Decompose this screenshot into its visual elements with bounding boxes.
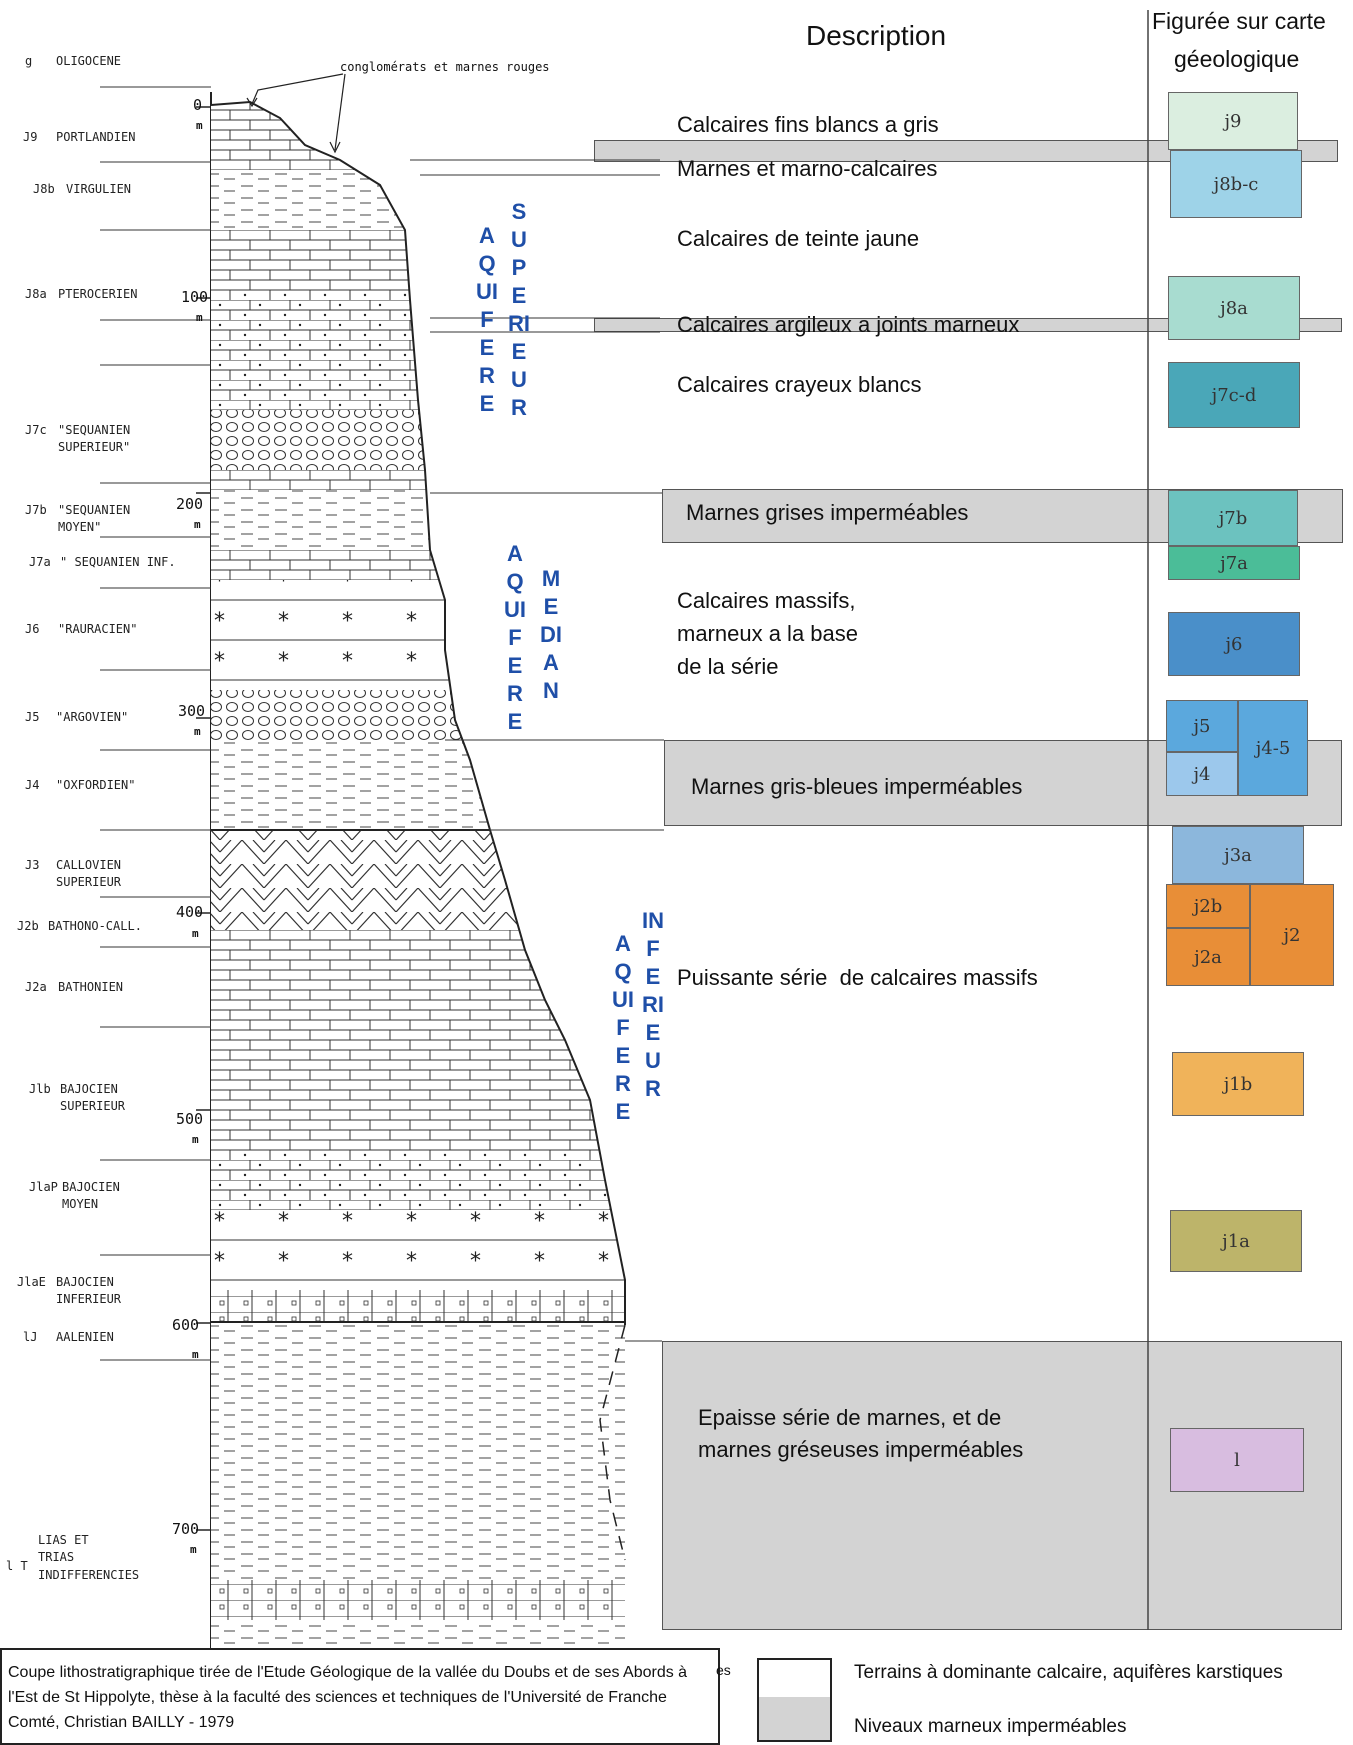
map-swatch-j45: j4-5: [1238, 700, 1308, 796]
stage-name: OLIGOCENE: [56, 54, 122, 68]
stage-name: "SEQUANIEN MOYEN": [58, 503, 131, 535]
map-swatch-j7b: j7b: [1168, 490, 1298, 546]
depth-tick-600: 600: [172, 1316, 200, 1334]
stage-name: CALLOVIEN SUPERIEUR: [56, 858, 122, 890]
stage-code: JlaP: [29, 1180, 58, 1194]
stage-name: AALENIEN: [56, 1330, 114, 1344]
stage-code: J3: [25, 858, 40, 872]
map-swatch-j2: j2: [1250, 884, 1334, 986]
marl-band-calcaires-argileux: [594, 318, 1342, 332]
depth-unit-100: m: [196, 311, 203, 324]
description-calcaires-crayeux: Calcaires crayeux blancs: [677, 372, 922, 397]
depth-tick-500: 500: [176, 1110, 204, 1128]
map-swatch-j7cd: j7c-d: [1168, 362, 1300, 428]
stage-code: J4: [25, 778, 40, 792]
depth-unit-500: m: [192, 1133, 199, 1146]
map-figure-header-line2: géeologique: [1174, 46, 1300, 72]
aquifer-inferieur-col1: AQUIFERE: [612, 931, 634, 1124]
map-swatch-j3a: j3a: [1172, 826, 1304, 884]
description-marnes-gris-bleues: Marnes gris-bleues imperméables: [691, 774, 1023, 799]
depth-tick-300: 300: [178, 702, 206, 720]
map-swatch-j2a: j2a: [1166, 928, 1250, 986]
description-puissante-serie: Puissante série de calcaires massifs: [677, 965, 1038, 990]
stage-name: BATHONIEN: [58, 980, 124, 994]
description-calcaires-teinte-jaune: Calcaires de teinte jaune: [677, 226, 920, 251]
map-swatch-j8a: j8a: [1168, 276, 1300, 340]
description-calcaires-massifs: Calcaires massifs, marneux a la base de …: [677, 588, 858, 679]
depth-unit-300: m: [194, 725, 201, 738]
map-swatch-j5: j5: [1166, 700, 1238, 752]
stage-name: "SEQUANIEN SUPERIEUR": [58, 423, 131, 455]
stage-name: BATHONO-CALL.: [48, 919, 142, 933]
stage-code: J6: [25, 622, 40, 636]
depth-tick-200: 200: [176, 495, 204, 513]
map-swatch-j1b: j1b: [1172, 1052, 1304, 1116]
stage-name: " SEQUANIEN INF.: [60, 555, 176, 569]
description-marnes-grises: Marnes grises imperméables: [686, 500, 969, 525]
depth-tick-0: 0: [193, 96, 203, 114]
aquifer-superieur-col1: AQUIFERE: [476, 223, 498, 416]
map-swatch-j6: j6: [1168, 612, 1300, 676]
depth-tick-100: 100: [181, 288, 209, 306]
description-calcaires-fins: Calcaires fins blancs a gris: [677, 112, 939, 137]
source-box: [0, 1648, 720, 1745]
description-marnes-marno-calcaires: Marnes et marno-calcaires: [677, 156, 938, 181]
stage-code: J9: [23, 130, 38, 144]
stage-name: "RAURACIEN": [58, 622, 138, 636]
stage-name: BAJOCIEN SUPERIEUR: [60, 1082, 126, 1114]
aquifer-median-col1: AQUIFERE: [504, 541, 526, 734]
source-text: Coupe lithostratigraphique tirée de l'Et…: [8, 1664, 688, 1731]
stage-name: LIAS ET TRIAS INDIFFERENCIES: [38, 1533, 140, 1582]
legend-label-calcaire: Terrains à dominante calcaire, aquifères…: [854, 1662, 1283, 1683]
depth-unit-400: m: [192, 927, 199, 940]
conglomerate-annotation: conglomérats et marnes rouges: [340, 60, 550, 74]
description-calcaires-argileux: Calcaires argileux a joints marneux: [677, 312, 1020, 337]
marl-band-marnes-marno-calcaires: [594, 140, 1338, 162]
stage-code: J8b: [33, 182, 55, 196]
source-stub: es: [716, 1662, 731, 1678]
description-header: Description: [806, 20, 947, 51]
aquifer-inferieur-col2: INFERIEUR: [642, 908, 664, 1101]
depth-tick-700: 700: [172, 1520, 200, 1538]
depth-unit-200: m: [194, 518, 201, 531]
stage-name: VIRGULIEN: [66, 182, 132, 196]
stage-code: l T: [6, 1559, 28, 1573]
description-epaisse-serie: Epaisse série de marnes, et de marnes gr…: [698, 1405, 1024, 1462]
depth-tick-400: 400: [176, 903, 204, 921]
stage-code: J2a: [25, 980, 47, 994]
aquifer-median-col2: MEDIAN: [540, 566, 562, 703]
map-swatch-l: l: [1170, 1428, 1304, 1492]
map-swatch-j4: j4: [1166, 752, 1238, 796]
stage-name: BAJOCIEN INFERIEUR: [56, 1275, 122, 1307]
stage-name: PORTLANDIEN: [56, 130, 136, 144]
map-swatch-j7a: j7a: [1168, 546, 1300, 580]
stage-code: J8a: [25, 287, 47, 301]
aquifer-superieur-col2: SUPERIEUR: [508, 199, 530, 420]
map-swatch-j8bc: j8b-c: [1170, 150, 1302, 218]
stage-code: g: [25, 54, 33, 68]
map-swatch-j1a: j1a: [1170, 1210, 1302, 1272]
stage-code: Jlb: [29, 1082, 51, 1096]
stage-code: J7a: [29, 555, 51, 569]
stage-code: lJ: [23, 1330, 38, 1344]
stage-code: J2b: [17, 919, 39, 933]
stage-name: "OXFORDIEN": [56, 778, 136, 792]
stage-code: J7b: [25, 503, 47, 517]
stage-name: "ARGOVIEN": [56, 710, 129, 724]
depth-unit-700: m: [190, 1543, 197, 1556]
stage-code: J5: [25, 710, 40, 724]
stage-code: J7c: [25, 423, 47, 437]
depth-unit-0: m: [196, 119, 203, 132]
map-swatch-j2b: j2b: [1166, 884, 1250, 928]
map-figure-header-line1: Figurée sur carte: [1152, 8, 1326, 34]
stage-name: BAJOCIEN MOYEN: [62, 1180, 120, 1212]
map-swatch-j9: j9: [1168, 92, 1298, 150]
legend-label-marne: Niveaux marneux imperméables: [854, 1716, 1127, 1737]
stage-name: PTEROCERIEN: [58, 287, 138, 301]
stage-code: JlaE: [17, 1275, 46, 1289]
depth-unit-600: m: [192, 1348, 199, 1361]
legend-swatch-calcaire: [757, 1658, 832, 1742]
